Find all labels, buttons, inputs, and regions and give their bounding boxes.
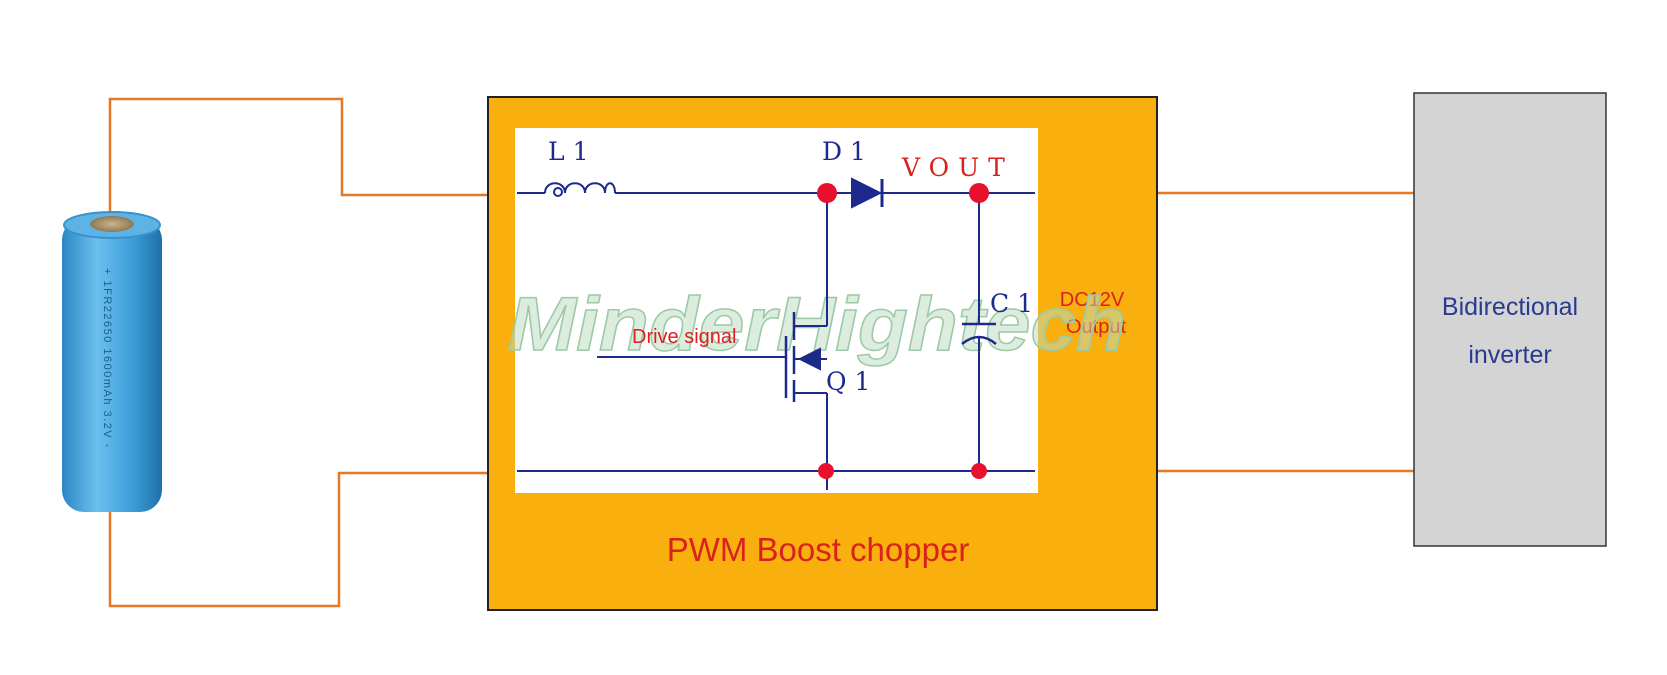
capacitor-symbol xyxy=(961,335,997,345)
switch-node xyxy=(817,183,837,203)
battery-terminal-icon xyxy=(90,216,134,232)
inductor-label: L1 xyxy=(548,137,597,166)
bidirectional-inverter: Bidirectional inverter xyxy=(1413,92,1607,547)
inverter-label-line1: Bidirectional xyxy=(1442,293,1578,321)
battery-print: + 1FR22650 1600mAh 3.2V - xyxy=(101,268,113,449)
inverter-box xyxy=(1413,92,1607,547)
circuit-panel xyxy=(515,128,1038,493)
diode-label: D1 xyxy=(822,137,874,166)
inverter-label-line2: inverter xyxy=(1468,341,1551,369)
mosfet-symbol xyxy=(597,312,827,402)
chopper-label: PWM Boost chopper xyxy=(667,531,970,568)
circuit-nodes xyxy=(817,183,989,479)
inductor-dot-icon xyxy=(553,187,563,197)
capacitor-label: C1 xyxy=(990,289,1041,318)
inductor-symbol xyxy=(544,182,616,194)
vout-label: VOUT xyxy=(901,153,1014,182)
transistor-label: Q1 xyxy=(826,367,878,396)
diode-symbol xyxy=(851,177,883,209)
ground-node-right xyxy=(971,463,987,479)
ground-node-left xyxy=(818,463,834,479)
battery-body xyxy=(62,218,162,512)
battery: + 1FR22650 1600mAh 3.2V - xyxy=(62,211,162,512)
vout-node xyxy=(969,183,989,203)
mosfet-arrow-icon xyxy=(797,347,821,371)
pwm-boost-chopper: PWM Boost chopper DC12V Output xyxy=(487,96,1158,611)
component-labels: L1 D1 Q1 C1 xyxy=(548,137,1041,396)
dc-output-line2: Output xyxy=(1066,316,1126,338)
battery-negative-wire xyxy=(108,471,520,608)
battery-positive-wire xyxy=(108,97,520,215)
dc-output-line1: DC12V xyxy=(1060,289,1125,311)
drive-signal-label: Drive signal xyxy=(632,326,736,348)
circuit-schematic xyxy=(517,177,1035,490)
